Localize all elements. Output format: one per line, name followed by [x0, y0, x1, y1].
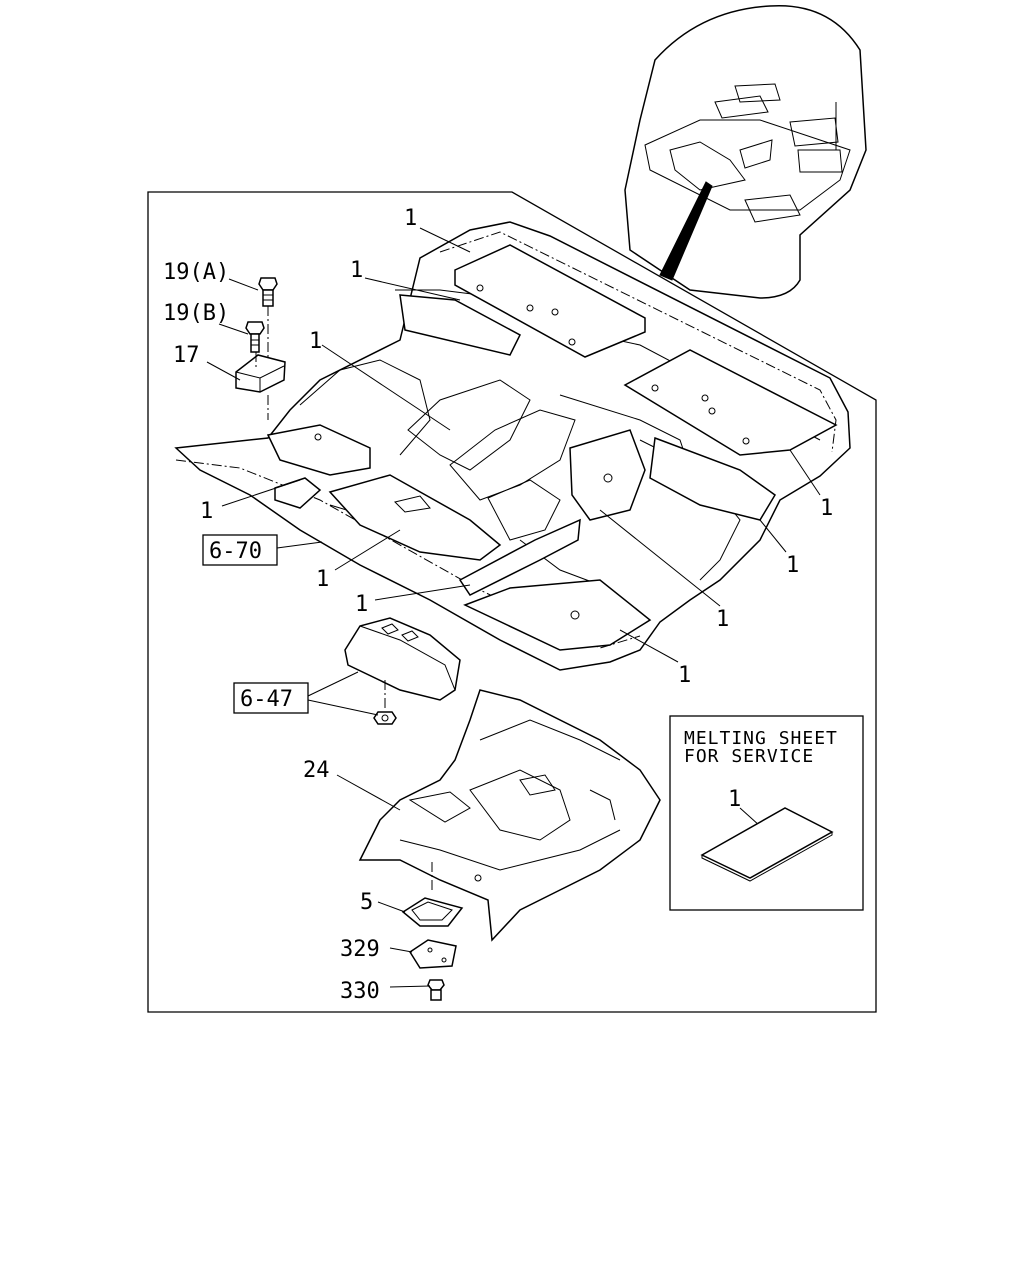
callout-labels: 19(A) 19(B) 17 1 1 1 1 1 1 1 1 1 1 24 5 … [163, 206, 833, 1004]
service-title-line2: FOR SERVICE [684, 746, 814, 767]
nut [373, 711, 397, 725]
label-1-d: 1 [200, 499, 213, 524]
sheet-strip [458, 518, 581, 596]
label-1-g: 1 [820, 496, 833, 521]
label-1-i: 1 [716, 607, 729, 632]
reference-6-70: 6-70 [202, 534, 278, 566]
bolt-330 [427, 979, 445, 1001]
sheet-front-floor [463, 579, 652, 651]
bracket-17 [235, 354, 286, 393]
sheet-rear-left [454, 244, 646, 358]
service-box: MELTING SHEET FOR SERVICE 1 [669, 715, 864, 911]
reference-6-47: 6-47 [233, 682, 309, 714]
label-1-f: 1 [355, 592, 368, 617]
heat-shield [344, 617, 461, 725]
sheet-rear-right [623, 349, 838, 456]
sheet-tunnel [569, 429, 646, 521]
small-parts [401, 897, 464, 1001]
leader-lines [206, 227, 821, 988]
label-5: 5 [360, 890, 373, 915]
label-1-b: 1 [350, 258, 363, 283]
cover-329 [408, 939, 457, 969]
bolt-19b [245, 321, 265, 353]
diagram-frame [147, 191, 877, 1013]
sheet-left-small [274, 477, 322, 509]
label-1-c: 1 [309, 329, 322, 354]
label-1-j: 1 [678, 663, 691, 688]
label-1-a: 1 [404, 206, 417, 231]
service-title-line1: MELTING SHEET [684, 728, 838, 749]
sheet-center-floor [328, 474, 502, 561]
bracket-assembly [235, 277, 286, 420]
label-19a: 19(A) [163, 260, 229, 285]
label-24: 24 [303, 758, 330, 783]
cab-overview [624, 4, 867, 299]
service-part-label: 1 [728, 787, 741, 812]
ref-6-47-label: 6-47 [240, 687, 293, 712]
melting-sheets [266, 244, 838, 651]
label-329: 329 [340, 937, 380, 962]
plug-5 [401, 897, 464, 927]
label-19b: 19(B) [163, 301, 229, 326]
bolt-19a [258, 277, 278, 307]
label-1-e: 1 [316, 567, 329, 592]
ref-6-70-label: 6-70 [209, 539, 262, 564]
floor-panel-24 [358, 689, 661, 942]
label-1-h: 1 [786, 553, 799, 578]
sheet-left-wall [399, 294, 521, 356]
sheet-left-floor [266, 424, 371, 476]
label-17: 17 [173, 343, 200, 368]
label-330: 330 [340, 979, 380, 1004]
